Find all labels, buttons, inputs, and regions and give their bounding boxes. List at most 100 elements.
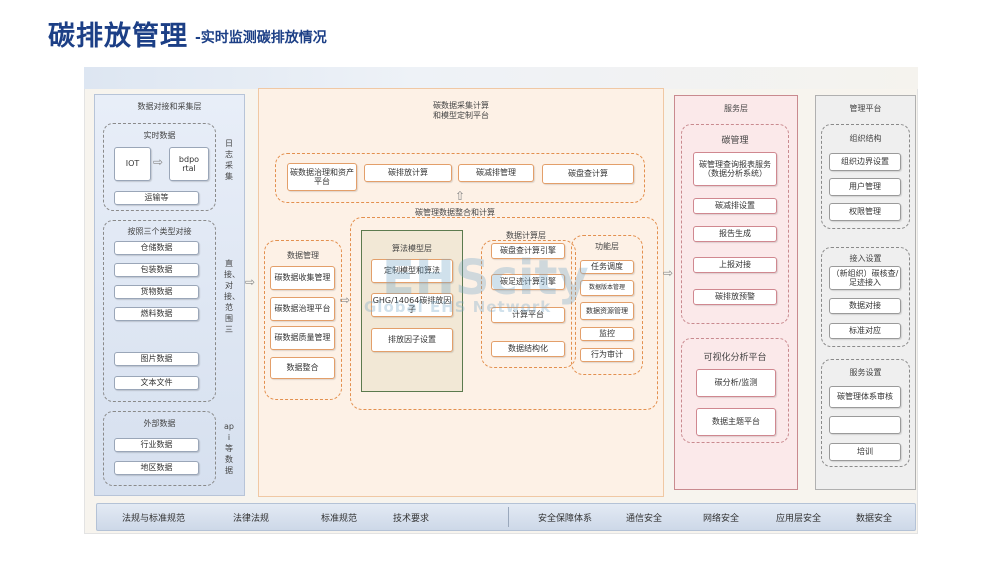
theme-platform-box[interactable]: 数据主题平台 [696,408,776,436]
org-structure-title: 组织结构 [849,134,882,143]
data-structuring-box[interactable]: 数据结构化 [491,341,565,357]
inventory-calc-box[interactable]: 碳盘查计算 [542,164,634,184]
audit-system-box[interactable]: 碳管理体系审核 [829,386,901,408]
app-security-item: 应用层安全 [776,514,822,524]
report-upload-box[interactable]: 上报对接 [693,257,777,273]
ghg-factor-box[interactable]: GHG/14064碳排放因子 [371,293,453,317]
diagram-top-band [84,67,918,89]
platform-title-2: 和模型定制平台 [433,111,489,120]
api-label: api等数据 [224,422,234,475]
permission-mgmt-box[interactable]: 权限管理 [829,203,901,221]
page-subtitle: -实时监测碳排放情况 [195,30,327,46]
calc-layer-group [481,240,576,368]
org-boundary-box[interactable]: 组织边界设置 [829,153,901,171]
bdportal-label-2: rtal [182,164,196,173]
data-governance-box[interactable]: 碳数据治理和资产平台 [287,163,357,191]
data-governance-platform-box[interactable]: 碳数据治理平台 [270,297,335,321]
bottom-divider [508,507,509,527]
data-mgmt-title: 数据管理 [287,251,319,260]
version-mgmt-box[interactable]: 数据版本管理 [580,280,634,296]
audit-box[interactable]: 行为审计 [580,348,634,362]
laws-item: 法律法规 [233,514,270,524]
viz-platform-group [681,338,789,443]
user-mgmt-box[interactable]: 用户管理 [829,178,901,196]
three-types-title: 按照三个类型对接 [127,227,192,236]
carbon-mgmt-title: 碳管理 [721,136,749,146]
network-security-item: 网络安全 [703,514,740,524]
carbon-mgmt-group [681,124,789,324]
arrow-right-icon: ⇨ [340,293,351,307]
data-connect-box[interactable]: 数据对接 [829,298,901,314]
image-data-box[interactable]: 图片数据 [114,352,199,366]
data-mgmt-group [264,240,342,400]
emission-calc-box[interactable]: 碳排放计算 [364,164,452,182]
report-service-box[interactable]: 碳管理查询报表服务（数据分析系统） [693,152,777,186]
org-structure-group [821,124,910,229]
data-integration-box[interactable]: 数据整合 [270,357,335,379]
factor-setting-box[interactable]: 排放因子设置 [371,328,453,352]
arrow-right-icon: ⇨ [245,275,256,289]
service-settings-group [821,359,910,467]
transport-box[interactable]: 运输等 [114,191,199,205]
realtime-data-title: 实时数据 [143,131,176,140]
three-types-group [103,220,216,402]
training-box[interactable]: 培训 [829,443,901,461]
bottom-bar [96,503,916,531]
arrow-right-icon: ⇨ [663,266,674,280]
arrow-right-icon: ⇨ [153,155,164,169]
custom-model-box[interactable]: 定制模型和算法 [371,259,453,283]
viz-platform-title: 可视化分析平台 [703,353,767,363]
calc-layer-title: 数据计算层 [506,231,546,240]
direct-scope-label: 直接、对接、范围三 [224,259,240,334]
service-settings-title: 服务设置 [849,368,882,377]
integration-group [350,217,658,410]
bdportal-box[interactable]: bdpo rtal [169,147,209,181]
iot-box[interactable]: IOT [114,147,151,181]
access-settings-title: 接入设置 [849,254,882,263]
external-data-group [103,411,216,486]
external-data-title: 外部数据 [143,419,176,428]
reduction-setting-box[interactable]: 碳减排设置 [693,198,777,214]
blank-setting-box[interactable] [829,416,901,434]
integration-label: 碳管理数据整合和计算 [415,208,495,217]
management-title: 管理平台 [849,104,882,113]
text-file-box[interactable]: 文本文件 [114,376,199,390]
data-security-item: 数据安全 [856,514,893,524]
industry-data-box[interactable]: 行业数据 [114,438,199,452]
function-layer-title: 功能层 [595,242,619,251]
access-settings-group [821,247,910,347]
task-schedule-box[interactable]: 任务调度 [580,260,634,274]
realtime-data-group [103,123,216,211]
security-system-item: 安全保障体系 [538,514,593,524]
resource-mgmt-box[interactable]: 数据资源管理 [580,302,634,320]
comm-security-item: 通信安全 [626,514,663,524]
standards-item: 标准规范 [321,514,358,524]
monitor-box[interactable]: 监控 [580,327,634,341]
platform-title-1: 碳数据采集计算 [433,101,489,110]
tech-requirements-item: 技术要求 [393,514,430,524]
top-modules-group [275,153,645,203]
cargo-data-box[interactable]: 货物数据 [114,285,199,299]
warehouse-data-box[interactable]: 仓储数据 [114,241,199,255]
function-layer-group [571,235,643,375]
arrow-up-icon: ⇧ [455,189,466,203]
reduction-mgmt-box[interactable]: 碳减排管理 [458,164,534,182]
carbon-analysis-box[interactable]: 碳分析/监测 [696,369,776,397]
service-layer-title: 服务层 [724,104,748,113]
new-org-access-box[interactable]: （新组织）碳核查/足迹接入 [829,266,901,290]
fuel-data-box[interactable]: 燃料数据 [114,307,199,321]
standard-mapping-box[interactable]: 标准对应 [829,323,901,339]
algo-layer-title: 算法模型层 [392,244,432,253]
report-generate-box[interactable]: 报告生成 [693,226,777,242]
inventory-engine-box[interactable]: 碳盘查计算引擎 [491,243,565,259]
calc-platform-box[interactable]: 计算平台 [491,307,565,323]
log-collection-label: 日志采集 [225,139,233,181]
page-title: 碳排放管理 [48,21,188,52]
region-data-box[interactable]: 地区数据 [114,461,199,475]
emission-alert-box[interactable]: 碳排放预警 [693,289,777,305]
packaging-data-box[interactable]: 包装数据 [114,263,199,277]
data-collection-mgmt-box[interactable]: 碳数据收集管理 [270,266,335,290]
bdportal-label-1: bdpo [178,154,200,164]
footprint-engine-box[interactable]: 碳足迹计算引擎 [491,274,565,290]
data-quality-mgmt-box[interactable]: 碳数据质量管理 [270,326,335,350]
